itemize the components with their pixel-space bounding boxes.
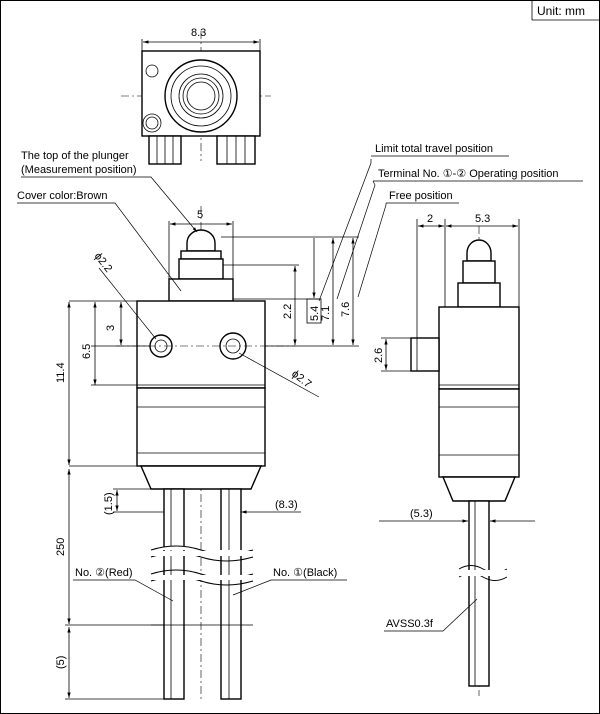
- dim-side-2: 2: [427, 213, 433, 225]
- label-measurement-position: (Measurement position): [21, 164, 137, 176]
- dim-2-2: 2.2: [282, 304, 294, 319]
- dim-250: 250: [55, 538, 67, 556]
- unit-label: Unit: mm: [537, 4, 585, 18]
- dim-5-4: 5.4: [309, 306, 321, 321]
- front-view: [116, 206, 296, 701]
- annotations: The top of the plunger (Measurement posi…: [17, 143, 583, 632]
- dim-5: (5): [55, 656, 67, 669]
- dim-plunger-width: 5: [197, 209, 203, 221]
- dim-1-5: (1.5): [103, 492, 115, 515]
- label-wire-no2: No. ②(Red): [75, 567, 133, 579]
- label-free-position: Free position: [389, 190, 453, 202]
- label-wire-spec: AVSS0.3f: [386, 618, 434, 630]
- label-limit-travel: Limit total travel position: [375, 143, 493, 155]
- side-view: [410, 226, 520, 696]
- dim-hole-height: 3: [105, 325, 117, 331]
- label-plunger-top: The top of the plunger: [21, 150, 129, 162]
- label-wire-no1: No. ①(Black): [273, 567, 337, 579]
- dim-8-3: (8.3): [275, 499, 298, 511]
- dim-side-2-6: 2.6: [373, 348, 385, 363]
- dim-side-5-3-paren: (5.3): [410, 508, 433, 520]
- dim-top-width: 8.3: [191, 27, 206, 39]
- label-cover-color: Cover color:Brown: [17, 190, 107, 202]
- dim-side-5-3: 5.3: [475, 213, 490, 225]
- label-operating-position: Terminal No. ①-② Operating position: [378, 168, 559, 180]
- dim-7-6: 7.6: [340, 302, 352, 317]
- dim-7-1: 7.1: [320, 306, 332, 321]
- top-view: 8.3: [121, 27, 271, 165]
- dim-hole-left: ϕ2.2: [92, 250, 115, 274]
- dim-6-5: 6.5: [81, 344, 93, 359]
- unit-box: Unit: mm: [531, 1, 599, 21]
- dim-11-4: 11.4: [55, 362, 67, 383]
- side-dimensions: 2 5.3 2.6 (5.3): [373, 213, 535, 523]
